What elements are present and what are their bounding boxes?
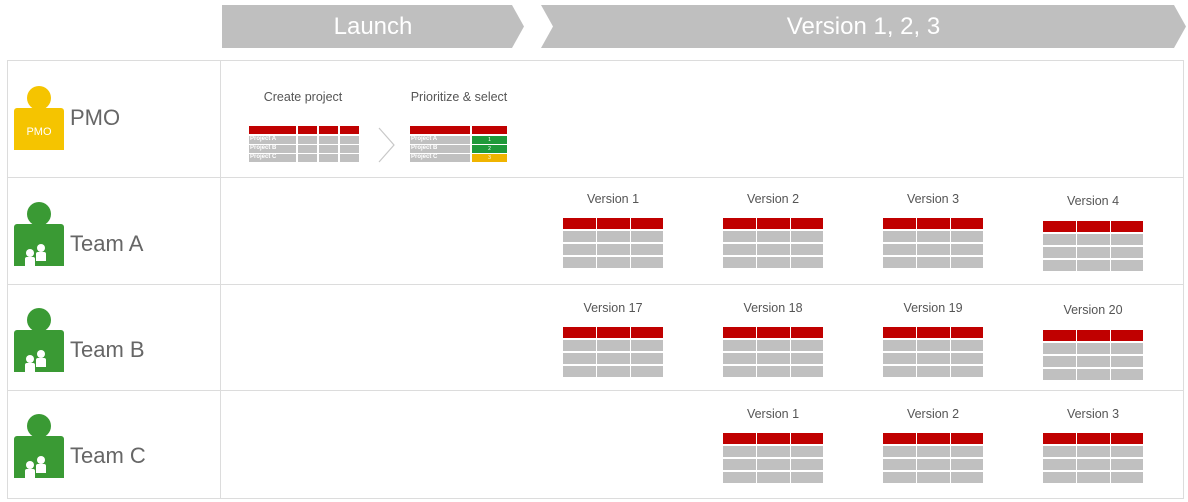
project-label: Project C — [411, 154, 438, 160]
lane-divider — [7, 177, 1183, 178]
role-label: Team B — [70, 337, 145, 362]
lane-divider — [7, 284, 1183, 285]
version-label: Version 19 — [903, 301, 963, 315]
create-project-caption: Create project — [263, 90, 343, 104]
chevron-shape — [222, 5, 524, 48]
team-icon — [14, 202, 64, 266]
version-table — [563, 327, 663, 378]
version-table — [723, 327, 823, 378]
prioritize-caption: Prioritize & select — [410, 90, 508, 104]
role-label: PMO — [70, 105, 121, 130]
priority-value: 1 — [488, 137, 491, 143]
team-icon — [14, 308, 64, 372]
version-table — [1043, 433, 1143, 484]
project-label: Project B — [250, 145, 277, 151]
project-label: Project B — [411, 145, 438, 151]
version-label: Version 2 — [906, 407, 960, 421]
project-label: Project A — [250, 136, 277, 142]
version-table — [883, 433, 983, 484]
prioritize-table: Project A Project B Project C 1 2 3 — [410, 126, 507, 164]
version-table — [563, 218, 663, 269]
version-table — [883, 218, 983, 269]
project-label: Project A — [411, 136, 438, 142]
priority-value: 3 — [488, 155, 491, 161]
version-label: Version 18 — [743, 301, 803, 315]
version-label: Version 4 — [1066, 194, 1120, 208]
phase-banner-versions: Version 1, 2, 3 — [541, 5, 1186, 48]
project-label: Project C — [250, 154, 277, 160]
role-label: Team C — [70, 443, 146, 468]
version-label: Version 3 — [906, 192, 960, 206]
phase-banner-launch: Launch — [222, 5, 524, 48]
version-table — [723, 433, 823, 484]
lane-divider — [220, 61, 221, 498]
version-label: Version 20 — [1063, 303, 1123, 317]
version-label: Version 2 — [746, 192, 800, 206]
version-label: Version 1 — [746, 407, 800, 421]
lane-divider — [7, 390, 1183, 391]
version-table — [883, 327, 983, 378]
role-label: Team A — [70, 231, 144, 256]
role-pmo: PMO PMO — [14, 86, 120, 150]
person-icon: PMO — [14, 86, 64, 150]
role-team-b: Team B — [14, 308, 145, 372]
swimlane-grid — [7, 60, 1184, 499]
version-table — [723, 218, 823, 269]
version-label: Version 1 — [586, 192, 640, 206]
role-team-a: Team A — [14, 202, 143, 266]
phase-label: Launch — [333, 12, 413, 40]
version-label: Version 17 — [583, 301, 643, 315]
phase-label: Version 1, 2, 3 — [786, 12, 941, 40]
chevron-right-icon — [378, 127, 395, 163]
role-team-c: Team C — [14, 414, 146, 478]
version-table — [1043, 221, 1143, 272]
priority-value: 2 — [488, 146, 491, 152]
chevron-shape — [541, 5, 1186, 48]
pmo-badge: PMO — [26, 126, 52, 138]
version-label: Version 3 — [1066, 407, 1120, 421]
version-table — [1043, 330, 1143, 381]
team-icon — [14, 414, 64, 478]
create-project-table: Project A Project B Project C — [249, 126, 359, 164]
